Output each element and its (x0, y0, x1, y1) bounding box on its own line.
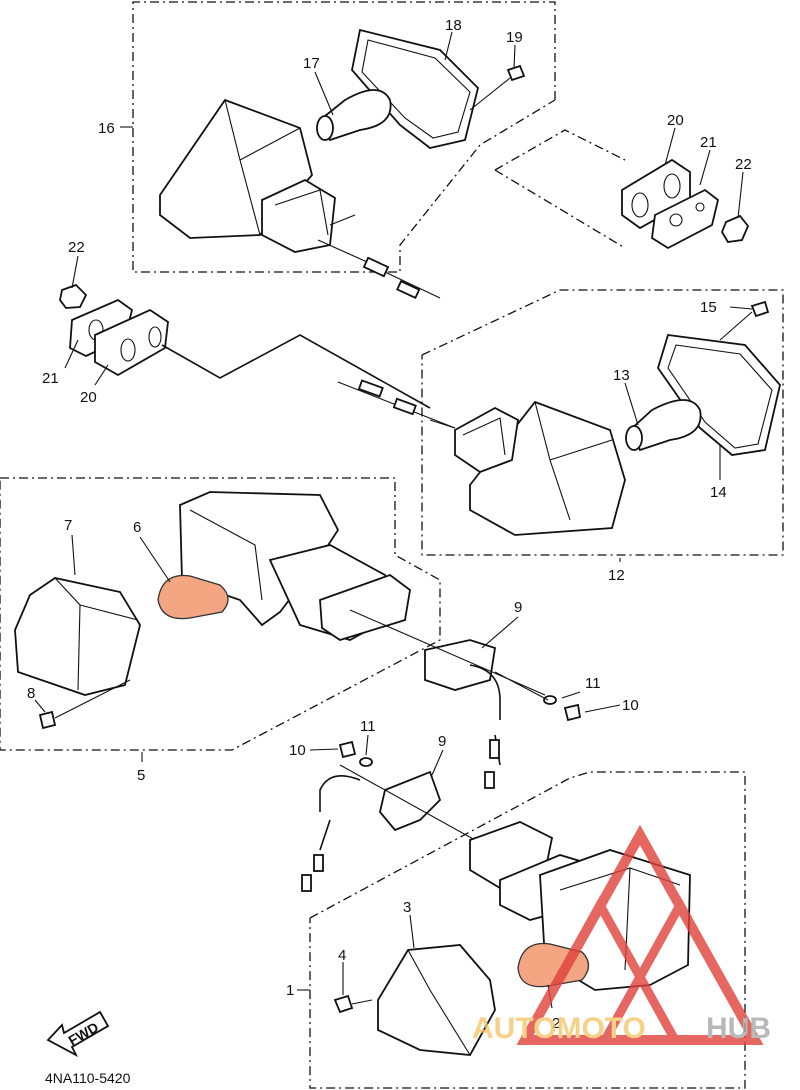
callout-4: 4 (338, 947, 346, 964)
turn-signal-assembly-12 (337, 300, 781, 536)
group-box-5 (0, 477, 441, 751)
callout-11: 11 (585, 675, 601, 692)
automotohub-watermark: AUTOMOTO HUB (472, 824, 771, 1045)
callout-2: 2 (552, 1015, 560, 1032)
callout-17: 17 (303, 55, 320, 72)
automotohub-logo-icon (516, 824, 764, 1045)
callout-20-left: 20 (80, 389, 97, 406)
callout-10-lower: 10 (289, 742, 306, 759)
callout-8: 8 (27, 685, 35, 702)
rubber-damper-set-upper (621, 158, 750, 250)
fwd-arrow-icon: FWD (46, 1010, 110, 1058)
callout-9: 9 (514, 599, 522, 616)
callout-10: 10 (622, 697, 639, 714)
group-box-12 (421, 289, 784, 556)
callout-15: 15 (700, 299, 717, 316)
rubber-damper-set-left (59, 283, 431, 409)
group-box-1 (309, 771, 746, 1089)
turn-signal-assembly-5 (14, 491, 582, 789)
turn-signal-assembly-1 (301, 740, 691, 1056)
callout-11-lower: 11 (360, 718, 376, 735)
connector-upper-right (494, 129, 626, 171)
callout-21-left: 21 (42, 370, 59, 387)
callout-5: 5 (137, 767, 145, 784)
callout-12: 12 (608, 567, 625, 584)
callout-9-lower: 9 (438, 733, 446, 750)
callout-3: 3 (403, 899, 411, 916)
callout-13: 13 (613, 367, 630, 384)
callout-20: 20 (667, 112, 684, 129)
watermark-text-automoto: AUTOMOTO (472, 1012, 646, 1045)
watermark-text-hub: HUB (706, 1012, 771, 1045)
connector-upper-right-2 (494, 169, 626, 249)
callout-19: 19 (506, 29, 523, 46)
turn-signal-assembly-16 (159, 28, 526, 300)
leader-lines (34, 31, 753, 1009)
callout-16: 16 (98, 120, 115, 137)
diagram-code: 4NA110-5420 (45, 1070, 131, 1086)
callout-1: 1 (286, 982, 294, 999)
callout-7: 7 (64, 517, 72, 534)
callout-18: 18 (445, 17, 462, 34)
callout-22-left: 22 (68, 239, 85, 256)
callout-21: 21 (700, 134, 717, 151)
callout-14: 14 (710, 484, 727, 501)
callout-labels: 16 17 18 19 20 21 22 22 21 20 15 13 14 1… (27, 17, 752, 1032)
callout-22: 22 (735, 156, 752, 173)
callout-6: 6 (133, 519, 141, 536)
